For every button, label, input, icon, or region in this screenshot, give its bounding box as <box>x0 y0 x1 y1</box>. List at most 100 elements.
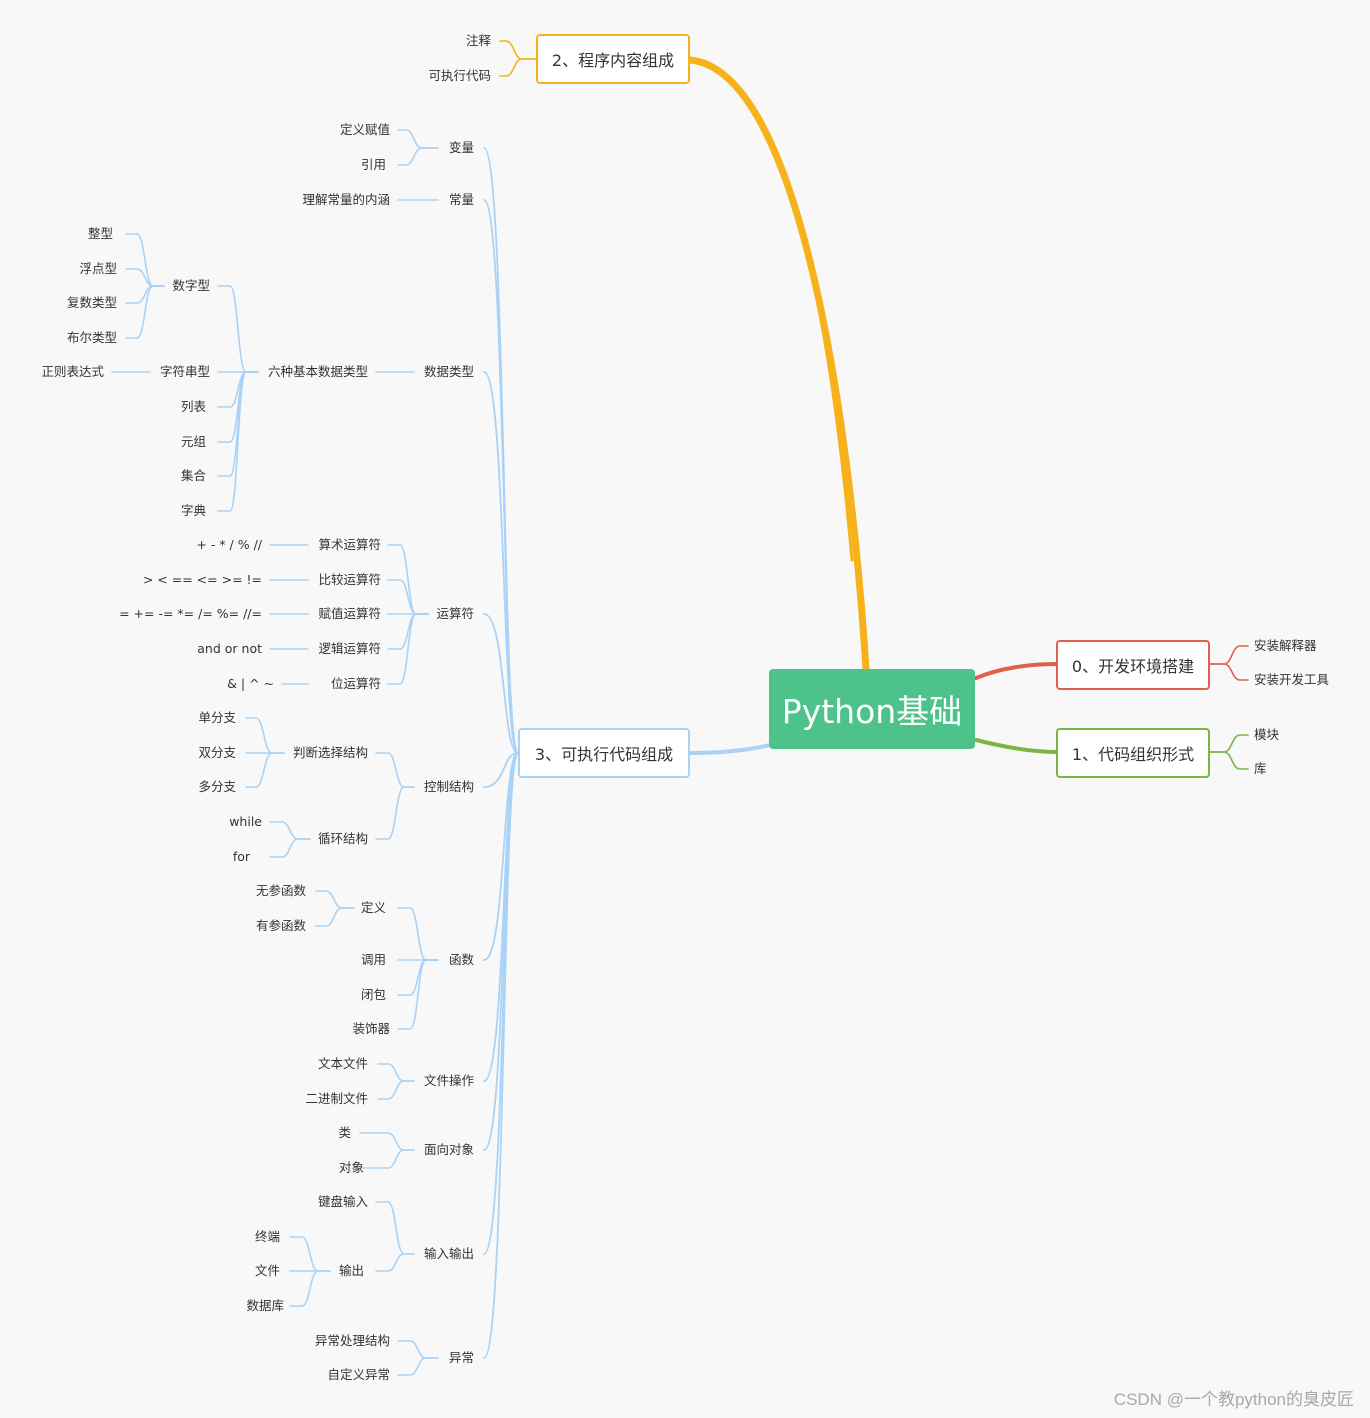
leaf-text-file[interactable]: 文本文件 <box>317 1056 368 1071</box>
topic-operator-kind[interactable]: 算术运算符 <box>318 537 381 552</box>
connector-line <box>483 752 519 788</box>
topic-operator-kind[interactable]: 比较运算符 <box>318 572 381 587</box>
leaf-regex[interactable]: 正则表达式 <box>41 364 104 379</box>
leaf-keyboard-input[interactable]: 键盘输入 <box>317 1194 368 1209</box>
leaf-multi-branch[interactable]: 多分支 <box>198 779 236 794</box>
branch-executable-code[interactable]: 3、可执行代码组成 <box>518 728 690 778</box>
connector-line <box>375 1253 415 1272</box>
topic-io[interactable]: 输入输出 <box>423 1246 474 1261</box>
leaf-object[interactable]: 对象 <box>338 1160 364 1175</box>
connector-line <box>1209 645 1249 665</box>
leaf-call[interactable]: 调用 <box>360 952 386 967</box>
connector-line <box>245 752 285 788</box>
leaf-binary-file[interactable]: 二进制文件 <box>305 1091 368 1106</box>
leaf-library[interactable]: 库 <box>1254 761 1267 776</box>
leaf-single-branch[interactable]: 单分支 <box>198 710 236 725</box>
connector-line <box>125 268 165 287</box>
leaf-bool[interactable]: 布尔类型 <box>66 330 117 345</box>
branch-dev-env[interactable]: 0、开发环境搭建 <box>1056 640 1210 690</box>
connector-line <box>245 717 285 754</box>
leaf-for[interactable]: for <box>232 849 250 864</box>
leaf-operator-symbols[interactable]: + - * / % // <box>196 537 262 552</box>
branch-line-b0 <box>974 662 1058 680</box>
leaf-constant-meaning[interactable]: 理解常量的内涵 <box>302 192 390 207</box>
connector-line <box>375 1201 415 1255</box>
leaf-executable-code[interactable]: 可执行代码 <box>428 68 491 83</box>
connector-line <box>499 40 537 60</box>
topic-operator-kind[interactable]: 赋值运算符 <box>318 606 381 621</box>
topic-function-definition[interactable]: 定义 <box>360 900 386 915</box>
leaf-module[interactable]: 模块 <box>1254 727 1280 742</box>
leaf-file[interactable]: 文件 <box>254 1263 280 1278</box>
topic-operator-kind[interactable]: 逻辑运算符 <box>318 641 381 656</box>
topic-output[interactable]: 输出 <box>338 1263 364 1278</box>
leaf-reference[interactable]: 引用 <box>360 157 386 172</box>
leaf-operator-symbols[interactable]: > < == <= >= != <box>142 572 262 587</box>
leaf-operator-symbols[interactable]: and or not <box>197 641 262 656</box>
branch-line-b2 <box>686 56 870 673</box>
connector-line <box>125 285 165 304</box>
leaf-no-arg-function[interactable]: 无参函数 <box>255 883 306 898</box>
topic-control-structure[interactable]: 控制结构 <box>423 779 474 794</box>
leaf-while[interactable]: while <box>229 814 262 829</box>
watermark: CSDN @一个教python的臭皮匠 <box>1113 1390 1354 1409</box>
leaf-custom-exception[interactable]: 自定义异常 <box>327 1367 390 1382</box>
leaf-install-ide[interactable]: 安装开发工具 <box>1254 672 1330 687</box>
leaf-tuple[interactable]: 元组 <box>180 434 206 449</box>
topic-operator-kind[interactable]: 位运算符 <box>330 676 381 691</box>
connector-line <box>483 199 519 754</box>
topic-function[interactable]: 函数 <box>448 952 474 967</box>
topic-six-basic-types[interactable]: 六种基本数据类型 <box>267 364 368 379</box>
connector-line <box>377 1080 415 1100</box>
connector-line <box>269 838 311 858</box>
leaf-decorator[interactable]: 装饰器 <box>352 1021 390 1036</box>
branch-code-organization[interactable]: 1、代码组织形式 <box>1056 728 1210 778</box>
leaf-class[interactable]: 类 <box>338 1125 351 1140</box>
leaf-install-interpreter[interactable]: 安装解释器 <box>1254 638 1317 653</box>
leaf-dict[interactable]: 字典 <box>180 503 206 518</box>
leaf-operator-symbols[interactable]: = += -= *= /= %= //= <box>119 606 262 621</box>
topic-constant[interactable]: 常量 <box>448 192 474 207</box>
branch-line-b2-inner <box>688 58 854 562</box>
connector-line <box>1209 663 1249 681</box>
connector-line <box>377 1063 415 1082</box>
topic-oop[interactable]: 面向对象 <box>423 1142 474 1157</box>
connector-line <box>315 890 355 909</box>
leaf-terminal[interactable]: 终端 <box>254 1229 280 1244</box>
connector-line <box>483 752 519 1082</box>
leaf-database[interactable]: 数据库 <box>246 1298 284 1313</box>
leaf-double-branch[interactable]: 双分支 <box>198 745 236 760</box>
leaf-arg-function[interactable]: 有参函数 <box>255 918 306 933</box>
connector-line <box>397 1340 439 1359</box>
leaf-operator-symbols[interactable]: & | ^ ~ <box>227 676 274 691</box>
connector-line <box>397 147 439 166</box>
connector-line <box>397 907 439 961</box>
connector-line <box>359 1132 415 1151</box>
topic-data-type[interactable]: 数据类型 <box>423 364 474 379</box>
connector-line <box>483 371 519 754</box>
connector-line <box>483 613 519 754</box>
topic-exception[interactable]: 异常 <box>448 1350 474 1365</box>
leaf-closure[interactable]: 闭包 <box>360 987 386 1002</box>
connector-line <box>397 959 439 1030</box>
root-node[interactable]: Python基础 <box>769 669 975 749</box>
leaf-set[interactable]: 集合 <box>180 468 206 483</box>
topic-operator[interactable]: 运算符 <box>436 606 474 621</box>
leaf-exception-handling[interactable]: 异常处理结构 <box>314 1333 390 1348</box>
leaf-list[interactable]: 列表 <box>180 399 206 414</box>
connector-line <box>375 786 415 840</box>
leaf-float[interactable]: 浮点型 <box>79 261 117 276</box>
topic-numeric[interactable]: 数字型 <box>172 278 210 293</box>
leaf-complex[interactable]: 复数类型 <box>66 295 117 310</box>
leaf-int[interactable]: 整型 <box>87 226 113 241</box>
leaf-comment[interactable]: 注释 <box>465 33 491 48</box>
topic-loop-structure[interactable]: 循环结构 <box>317 831 368 846</box>
topic-selection-structure[interactable]: 判断选择结构 <box>292 745 368 760</box>
connector-line <box>499 58 537 77</box>
topic-string[interactable]: 字符串型 <box>159 364 210 379</box>
branch-program-content[interactable]: 2、程序内容组成 <box>536 34 690 84</box>
topic-variable[interactable]: 变量 <box>448 140 474 155</box>
topic-file-operation[interactable]: 文件操作 <box>423 1073 474 1088</box>
leaf-define-assign[interactable]: 定义赋值 <box>339 122 390 137</box>
